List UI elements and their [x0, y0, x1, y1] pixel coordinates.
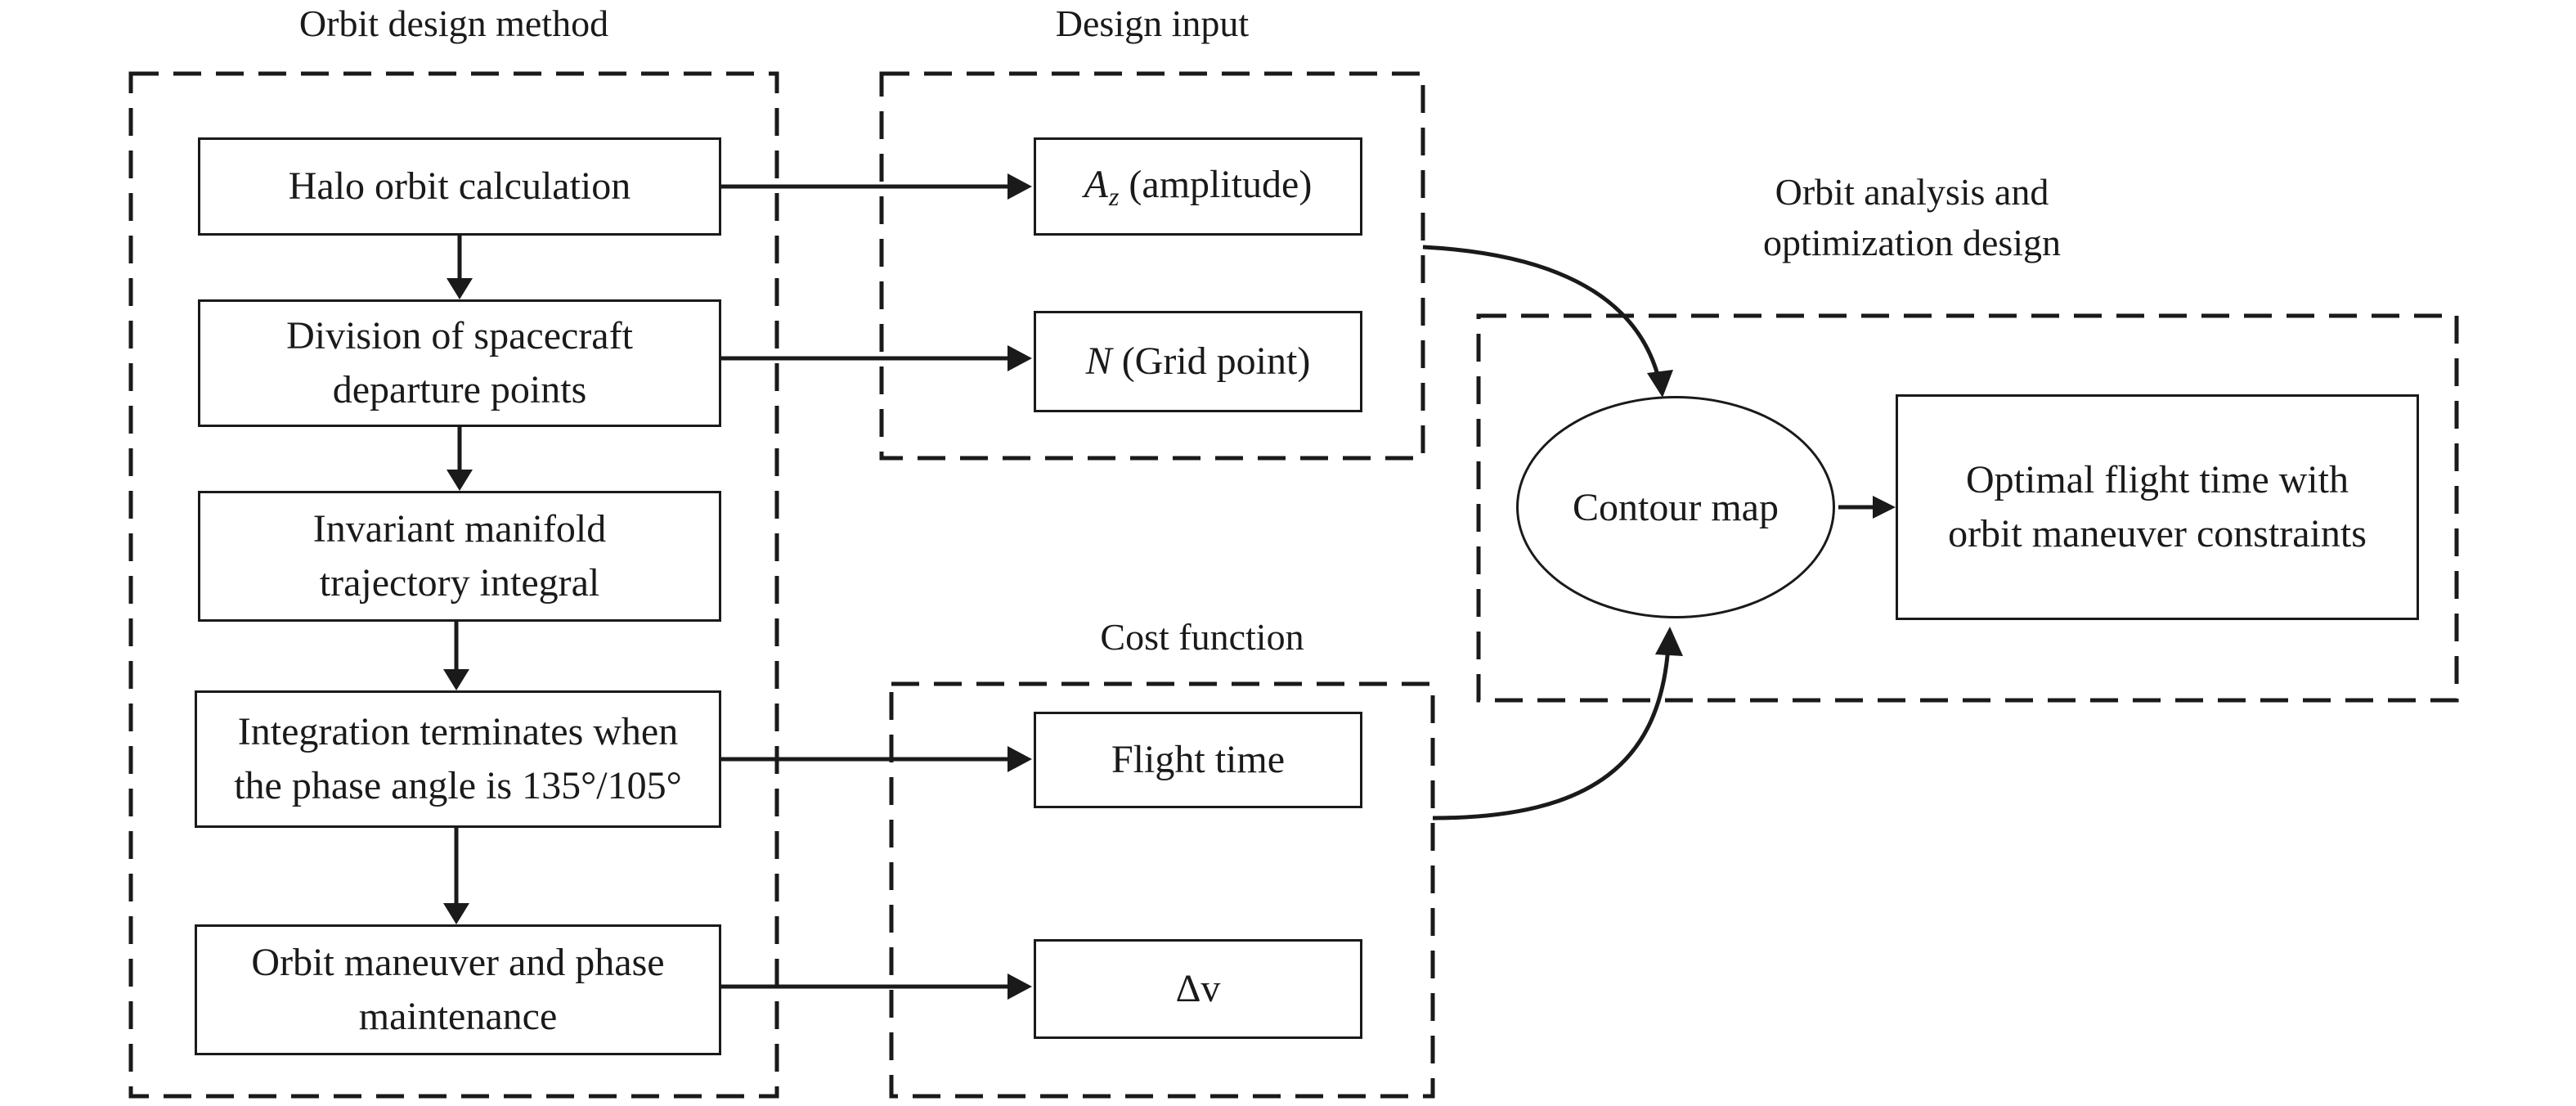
- analysis-group-title-line1: Orbit analysis and: [1775, 171, 2049, 213]
- manifold-label-line2: trajectory integral: [319, 561, 600, 605]
- maneuver-label-line2: maintenance: [358, 995, 558, 1038]
- halo-orbit-box: Halo orbit calculation: [198, 137, 721, 236]
- manifold-label-line1: Invariant manifold: [312, 506, 607, 551]
- contour-map-node: Contour map: [1516, 396, 1835, 618]
- method-group-frame: [128, 71, 779, 1099]
- arrowhead-manifold-to-terminate: [443, 669, 469, 690]
- division-label-line2: departure points: [332, 368, 587, 411]
- arrowhead-input-to-contour: [1647, 370, 1673, 398]
- arrowhead-terminate-to-flight-time: [1008, 746, 1032, 772]
- curve-input-to-contour: [1422, 245, 1663, 385]
- amplitude-box: Az (amplitude): [1034, 137, 1362, 236]
- cost-group-title: Cost function: [1100, 616, 1304, 658]
- grid-text: (Grid point): [1111, 339, 1311, 383]
- amplitude-subscript: z: [1108, 182, 1120, 212]
- arrowhead-halo-to-amplitude: [1008, 173, 1032, 200]
- arrowhead-contour-to-optimal: [1873, 496, 1896, 519]
- analysis-group-title: Orbit analysis and optimization design: [1658, 167, 2165, 268]
- division-box: Division of spacecraft departure points: [198, 299, 721, 427]
- arrowhead-terminate-to-maneuver: [443, 903, 469, 924]
- arrowhead-cost-to-contour: [1655, 627, 1683, 656]
- optimal-box: Optimal flight time with orbit maneuver …: [1896, 394, 2419, 620]
- manifold-box: Invariant manifold trajectory integral: [198, 491, 721, 622]
- cost-group-frame: [889, 681, 1435, 1099]
- amplitude-symbol: A: [1084, 163, 1108, 207]
- amplitude-label: Az (amplitude): [1084, 158, 1313, 214]
- optimal-label-line2: orbit maneuver constraints: [1948, 512, 2367, 555]
- contour-map-label: Contour map: [1573, 485, 1779, 529]
- flight-time-label: Flight time: [1111, 737, 1285, 781]
- terminate-label-line1: Integration terminates when: [237, 709, 679, 753]
- analysis-group-title-line2: optimization design: [1762, 222, 2062, 264]
- division-label-line1: Division of spacecraft: [286, 313, 633, 357]
- curve-cost-to-contour: [1432, 645, 1671, 821]
- grid-label: N (Grid point): [1086, 335, 1311, 389]
- analysis-group-frame: [1476, 313, 2459, 703]
- terminate-box: Integration terminates when the phase an…: [195, 690, 721, 828]
- maneuver-box: Orbit maneuver and phase maintenance: [195, 924, 721, 1055]
- input-group-title: Design input: [1055, 2, 1250, 44]
- method-group-title: Orbit design method: [298, 2, 609, 44]
- delta-v-label: Δv: [1175, 966, 1221, 1010]
- terminate-label-line2: the phase angle is 135°/105°: [234, 764, 682, 807]
- flight-time-box: Flight time: [1034, 712, 1362, 808]
- arrowhead-division-to-manifold: [447, 470, 473, 491]
- optimal-label-line1: Optimal flight time with: [1966, 457, 2349, 501]
- arrowhead-halo-to-division: [447, 278, 473, 299]
- halo-orbit-label: Halo orbit calculation: [288, 164, 631, 208]
- maneuver-label-line1: Orbit maneuver and phase: [251, 940, 665, 984]
- grid-box: N (Grid point): [1034, 311, 1362, 412]
- delta-v-box: Δv: [1034, 939, 1362, 1039]
- input-group-frame: [879, 71, 1425, 461]
- arrowhead-maneuver-to-delta-v: [1008, 973, 1032, 1000]
- amplitude-text: (amplitude): [1119, 163, 1313, 207]
- grid-symbol: N: [1085, 339, 1112, 383]
- arrowhead-division-to-grid: [1008, 345, 1032, 371]
